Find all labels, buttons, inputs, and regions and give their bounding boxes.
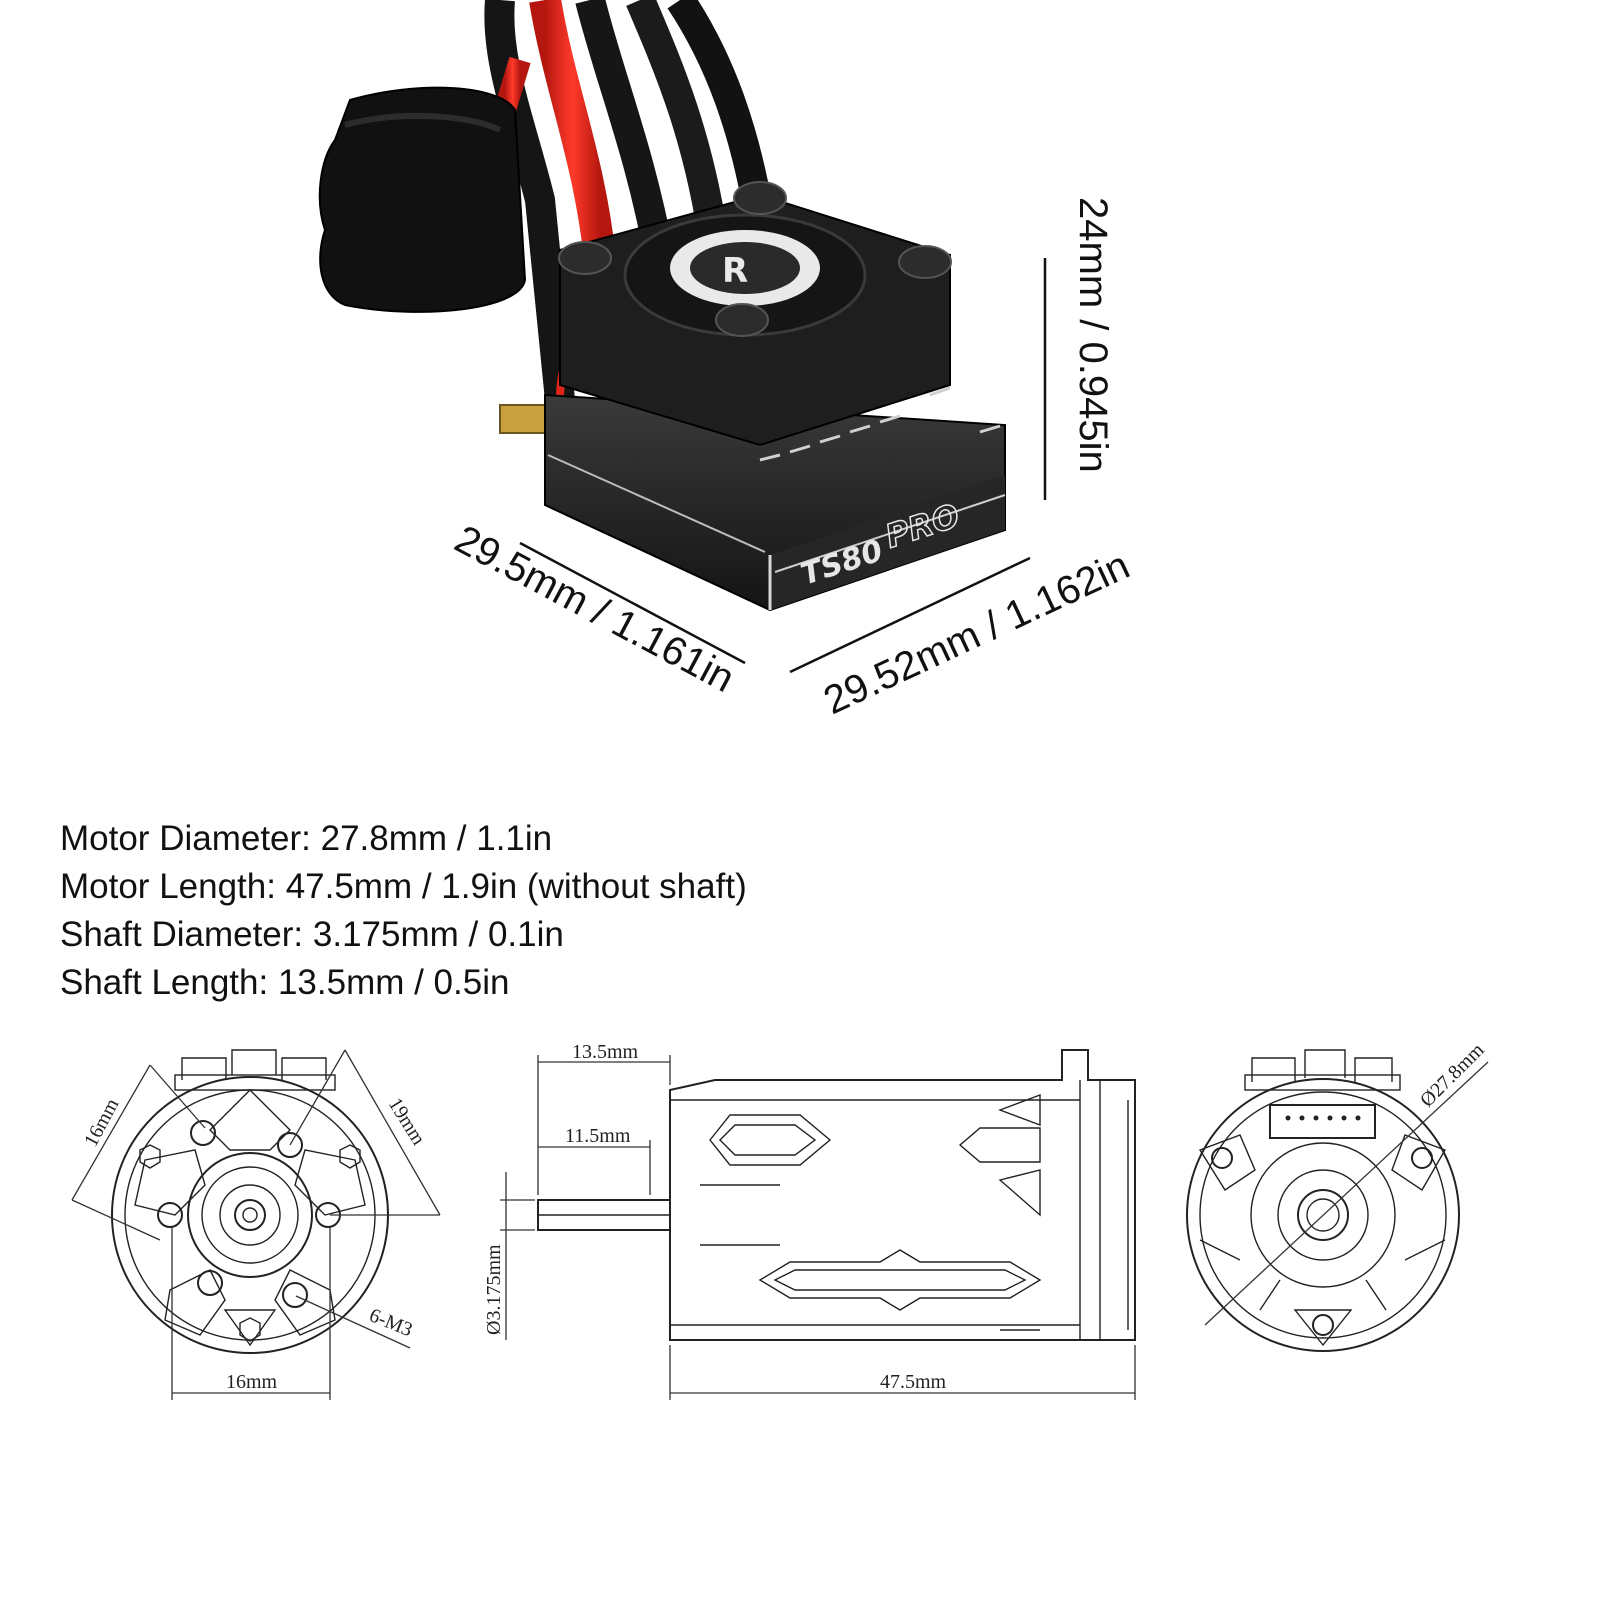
esc-dimension-lines	[519, 258, 1047, 674]
front-holes-label: 6-M3	[366, 1304, 415, 1341]
motor-rear-view: Ø27.8mm	[1186, 1039, 1489, 1352]
motor-side-view: 13.5mm 11.5mm Ø3.175mm 47.5mm	[483, 1041, 1136, 1400]
esc-fan: R	[558, 181, 952, 447]
esc-body: TS80 PRO	[544, 386, 1006, 612]
side-shaft-len-a: 13.5mm	[572, 1041, 639, 1063]
spec-shaft-length: Shaft Length: 13.5mm / 0.5in	[60, 963, 510, 1002]
esc-wires	[484, 0, 775, 413]
side-shaft-len-b: 11.5mm	[565, 1125, 631, 1147]
esc-dim-height: 24mm / 0.945in	[1071, 197, 1115, 473]
motor-front-view: 16mm 19mm 16mm 6-M3	[71, 1049, 441, 1400]
side-shaft-dia: Ø3.175mm	[483, 1244, 505, 1335]
rear-diameter: Ø27.8mm	[1416, 1039, 1489, 1112]
spec-motor-length: Motor Length: 47.5mm / 1.9in (without sh…	[60, 867, 747, 906]
spec-motor-diameter: Motor Diameter: 27.8mm / 1.1in	[60, 819, 553, 858]
svg-text:R: R	[722, 251, 748, 291]
front-dim-b: 19mm	[384, 1094, 430, 1149]
side-body-len: 47.5mm	[880, 1371, 947, 1393]
esc-capacitor	[318, 86, 527, 313]
motor-spec-list: Motor Diameter: 27.8mm / 1.1in Motor Len…	[60, 815, 747, 1007]
spec-shaft-diameter: Shaft Diameter: 3.175mm / 0.1in	[60, 915, 564, 954]
front-dim-c: 16mm	[226, 1371, 278, 1393]
